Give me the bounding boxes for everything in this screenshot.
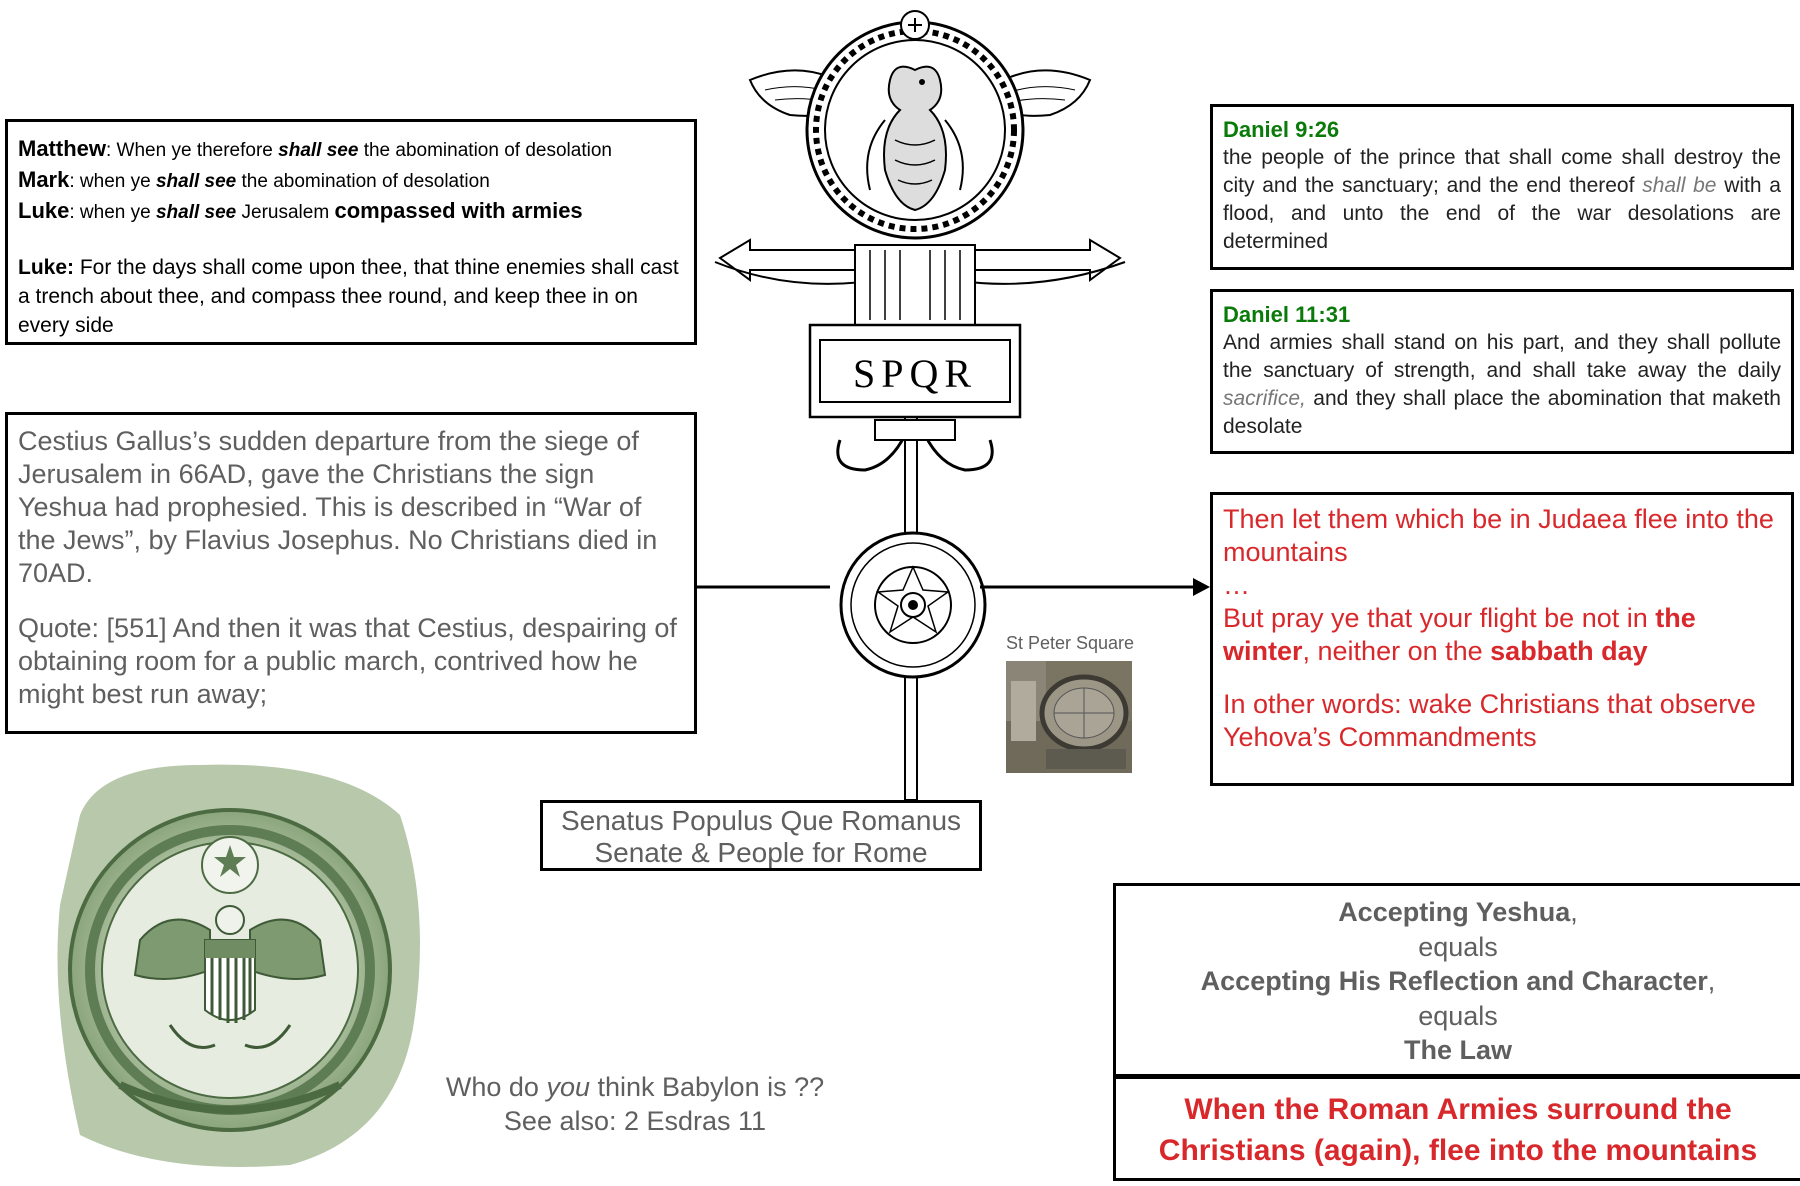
pray-line: But pray ye that your flight be not in t… xyxy=(1223,603,1696,666)
great-seal-eagle-image xyxy=(57,764,420,1167)
roman-armies-warning-text: When the Roman Armies surround the Chris… xyxy=(1158,1093,1758,1167)
accepting-yeshua-line: Accepting Yeshua, xyxy=(1338,897,1578,927)
daniel-11-31-text: And armies shall stand on his part, and … xyxy=(1223,331,1781,438)
luke-siege-passage: Luke: For the days shall come upon thee,… xyxy=(18,256,679,337)
luke-line: Luke: when ye shall see Jerusalem compas… xyxy=(18,198,583,223)
other-words-line: In other words: wake Christians that obs… xyxy=(1223,689,1756,752)
st-peter-square-aerial-image xyxy=(1006,661,1132,773)
cestius-box: Cestius Gallus’s sudden departure from t… xyxy=(5,412,697,734)
roman-armies-warning-box: When the Roman Armies surround the Chris… xyxy=(1113,1076,1800,1181)
reflection-character-line: Accepting His Reflection and Character, xyxy=(1200,966,1716,996)
equals-line-2: equals xyxy=(1418,1000,1498,1031)
flee-box: Then let them which be in Judaea flee in… xyxy=(1210,492,1794,786)
equals-line-1: equals xyxy=(1418,931,1498,962)
spqr-latin: Senatus Populus Que Romanus xyxy=(560,805,962,836)
gospels-box: Matthew: When ye therefore shall see the… xyxy=(5,119,697,345)
esdras-reference: See also: 2 Esdras 11 xyxy=(503,1106,767,1136)
the-law-line: The Law xyxy=(1403,1035,1512,1065)
spqr-emblem-text: SPQR xyxy=(853,351,977,396)
roman-standard-illustration: SPQR xyxy=(714,10,1126,800)
daniel-11-31-title: Daniel 11:31 xyxy=(1223,302,1351,327)
flee-ellipsis: … xyxy=(1223,570,1250,600)
spqr-label-box: Senatus Populus Que Romanus Senate & Peo… xyxy=(540,800,982,871)
accepting-box: Accepting Yeshua, equals Accepting His R… xyxy=(1113,883,1800,1077)
st-peter-caption: St Peter Square xyxy=(1005,633,1135,653)
spqr-english: Senate & People for Rome xyxy=(594,837,928,868)
matthew-line: Matthew: When ye therefore shall see the… xyxy=(18,136,612,161)
daniel-9-26-title: Daniel 9:26 xyxy=(1223,117,1340,142)
babylon-question: Who do you think Babylon is ?? See also:… xyxy=(420,1070,850,1138)
daniel-9-26-box: Daniel 9:26 the people of the prince tha… xyxy=(1210,104,1794,270)
mark-line: Mark: when ye shall see the abomination … xyxy=(18,167,490,192)
babylon-question-line: Who do you think Babylon is ?? xyxy=(445,1072,825,1102)
daniel-9-26-text: the people of the prince that shall come… xyxy=(1223,146,1781,253)
josephus-quote: Quote: [551] And then it was that Cestiu… xyxy=(18,613,677,709)
daniel-11-31-box: Daniel 11:31 And armies shall stand on h… xyxy=(1210,289,1794,454)
cestius-paragraph: Cestius Gallus’s sudden departure from t… xyxy=(18,426,658,588)
connector-arrow xyxy=(695,578,1210,596)
flee-line: Then let them which be in Judaea flee in… xyxy=(1223,504,1774,567)
